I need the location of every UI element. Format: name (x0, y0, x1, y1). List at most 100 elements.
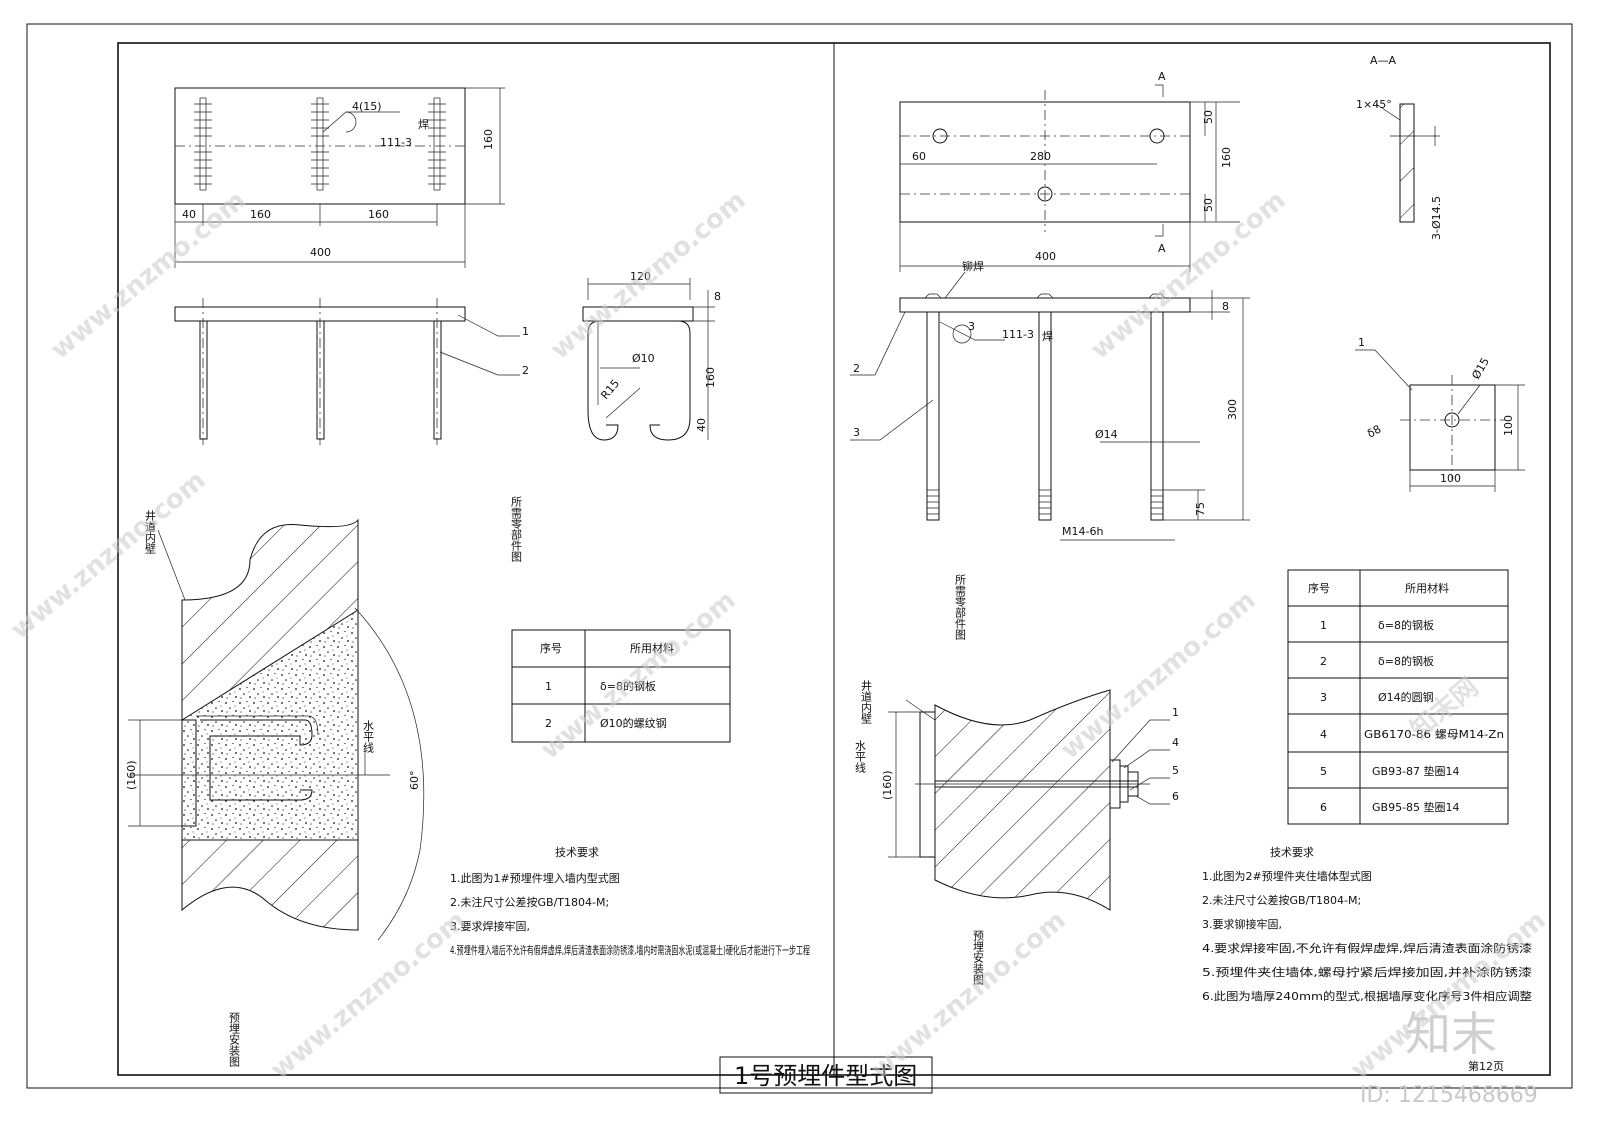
right-install-c6: 6 (1172, 790, 1179, 803)
right-note-2: 2.未注尺寸公差按GB/T1804-M; (1202, 893, 1361, 907)
right-plate-hole: Ø15 (1469, 355, 1492, 381)
left-bar-width: 120 (630, 270, 651, 283)
left-tech-notes: 技术要求 1.此图为1#预埋件埋入墙内型式图 2.未注尺寸公差按GB/T1804… (450, 846, 810, 957)
right-dim-50b: 50 (1202, 198, 1215, 212)
left-note-3: 3.要求焊接牢固, (450, 919, 530, 933)
left-note-2: 2.未注尺寸公差按GB/T1804-M; (450, 895, 609, 909)
left-install-angle: 60° (408, 771, 421, 791)
right-table-r5c0: 6 (1320, 801, 1327, 814)
right-tech-notes: 技术要求 1.此图为2#预埋件夹住墙体型式图 2.未注尺寸公差按GB/T1804… (1202, 846, 1532, 1003)
right-table-r2c0: 3 (1320, 691, 1327, 704)
right-callout-3: 3 (853, 426, 860, 439)
right-plate-thk: δ8 (1365, 422, 1383, 440)
right-callout-2: 2 (853, 362, 860, 375)
right-dim-280: 280 (1030, 150, 1051, 163)
right-table-r4c1: GB93-87 垫圈14 (1372, 764, 1460, 778)
left-install-caption: 预埋安装图 (228, 1012, 241, 1068)
right-note-5: 5.预埋件夹住墙体,螺母拧紧后焊接加固,并补涂防锈漆 (1202, 965, 1532, 979)
right-section-a-bottom: A (1158, 242, 1166, 255)
right-section-a-top: A (1158, 70, 1166, 83)
left-bar-radius: R15 (598, 377, 622, 402)
watermark-text: www.znzmo.com (1085, 185, 1291, 365)
left-notes-title: 技术要求 (555, 846, 599, 859)
right-chamfer: 1×45° (1356, 98, 1392, 111)
right-plate-w: 100 (1440, 472, 1461, 485)
right-rod-dia: Ø14 (1095, 428, 1118, 441)
left-install-view: (160) 60° 水平线 井道内壁 (125, 509, 425, 941)
right-install-height: (160) (881, 770, 894, 800)
right-notes-title: 技术要求 (1270, 846, 1314, 859)
right-install-caption: 预埋安装图 (972, 930, 985, 986)
left-table-r1c1: Ø10的螺纹钢 (600, 716, 667, 730)
right-table-h1: 所用材料 (1405, 581, 1449, 595)
left-table-r0c0: 1 (545, 680, 552, 693)
right-table-r5c1: GB95-85 垫圈14 (1372, 800, 1460, 814)
right-dim-400: 400 (1035, 250, 1056, 263)
left-dim-height: 160 (482, 129, 495, 150)
left-table-r0c1: δ=8的钢板 (600, 679, 656, 693)
right-install-view: (160) 水平线 井道内壁 1 4 5 6 (854, 679, 1179, 911)
left-dim-160a: 160 (250, 208, 271, 221)
right-weld-note: 111-3 (1002, 328, 1034, 341)
left-weld-note: 111-3 (380, 136, 412, 149)
right-install-c4: 4 (1172, 736, 1179, 749)
right-table-r1c0: 2 (1320, 655, 1327, 668)
left-plan-view: 4(15) 111-3 焊 160 40 160 160 400 (174, 87, 505, 268)
watermark-text: www.znzmo.com (535, 585, 741, 765)
right-note-4: 4.要求焊接牢固,不允许有假焊虚焊,焊后清渣表面涂防锈漆 (1202, 941, 1532, 955)
left-table-r1c0: 2 (545, 717, 552, 730)
right-table-r3c0: 4 (1320, 728, 1327, 741)
right-table-r3c1: GB6170-86 螺母M14-Zn (1364, 728, 1504, 741)
left-bar-end: 40 (695, 418, 708, 432)
left-dim-160b: 160 (368, 208, 389, 221)
watermark-text: www.znzmo.com (545, 185, 751, 365)
right-parts-caption: 所需零部件图 (954, 574, 967, 641)
page-number: 第12页 (1468, 1059, 1504, 1073)
watermark-logo: 知末 (1405, 1007, 1497, 1061)
right-section-title: A—A (1370, 54, 1397, 67)
left-install-level: 水平线 (362, 720, 375, 753)
title-block: 1号预埋件型式图 第12页 (719, 1056, 1504, 1094)
left-callout-2: 2 (522, 364, 529, 377)
left-install-height: (160) (125, 760, 138, 790)
watermark-text: www.znzmo.com (865, 905, 1071, 1085)
right-table-h0: 序号 (1308, 581, 1330, 595)
right-install-level: 水平线 (854, 740, 867, 773)
watermark-text: www.znzmo.com (1055, 585, 1261, 765)
right-install-c5: 5 (1172, 764, 1179, 777)
left-table-h1: 所用材料 (630, 641, 674, 655)
right-plan-view: A A 60 280 400 50 50 160 (899, 70, 1240, 272)
right-dim-50a: 50 (1202, 110, 1215, 124)
right-weld-glyph: 焊 (1042, 329, 1053, 343)
left-elevation: 1 2 (174, 298, 529, 445)
watermark-text: www.znzmo.com (45, 185, 251, 365)
left-bar-dia: Ø10 (632, 352, 655, 365)
right-table-r2c1: Ø14的圆钢 (1378, 690, 1434, 704)
right-plate-h: 100 (1502, 415, 1515, 436)
right-plate-callout: 1 (1358, 336, 1365, 349)
right-dim-60: 60 (912, 150, 926, 163)
left-weld-glyph: 焊 (418, 117, 429, 131)
left-note-4: 4.预埋件埋入墙后不允许有假焊虚焊,焊后清渣表面涂防锈漆,墙内时需浇固水泥(或混… (450, 943, 810, 957)
right-plate-detail: 1 Ø15 δ8 100 100 (1355, 336, 1525, 492)
right-table-r0c1: δ=8的钢板 (1378, 618, 1434, 632)
right-elevation: 铆焊 3 111-3 焊 2 3 8 300 Ø14 75 M14-6h (850, 259, 1250, 541)
right-install-wall: 井道内壁 (860, 679, 873, 724)
right-thread-spec: M14-6h (1062, 525, 1103, 538)
left-bar-height: 160 (704, 367, 717, 388)
left-dim-40: 40 (182, 208, 196, 221)
watermark-text: www.znzmo.com (265, 905, 471, 1085)
right-dim-300: 300 (1226, 399, 1239, 420)
right-table-r1c1: δ=8的钢板 (1378, 654, 1434, 668)
right-thread-len: 75 (1194, 502, 1207, 516)
right-dim-160: 160 (1220, 147, 1233, 168)
right-weld-symbol: 3 (968, 320, 975, 333)
sheet-title: 1号预埋件型式图 (734, 1062, 917, 1090)
right-material-table: 序号 所用材料 1 δ=8的钢板 2 δ=8的钢板 3 Ø14的圆钢 4 GB6… (1287, 569, 1509, 825)
right-install-c1: 1 (1172, 706, 1179, 719)
left-weld-symbol: 4(15) (352, 100, 382, 113)
left-callout-1: 1 (522, 325, 529, 338)
right-weld-top: 铆焊 (962, 259, 984, 273)
left-parts-caption: 所需零部件图 (510, 496, 523, 563)
right-table-r0c0: 1 (1320, 619, 1327, 632)
